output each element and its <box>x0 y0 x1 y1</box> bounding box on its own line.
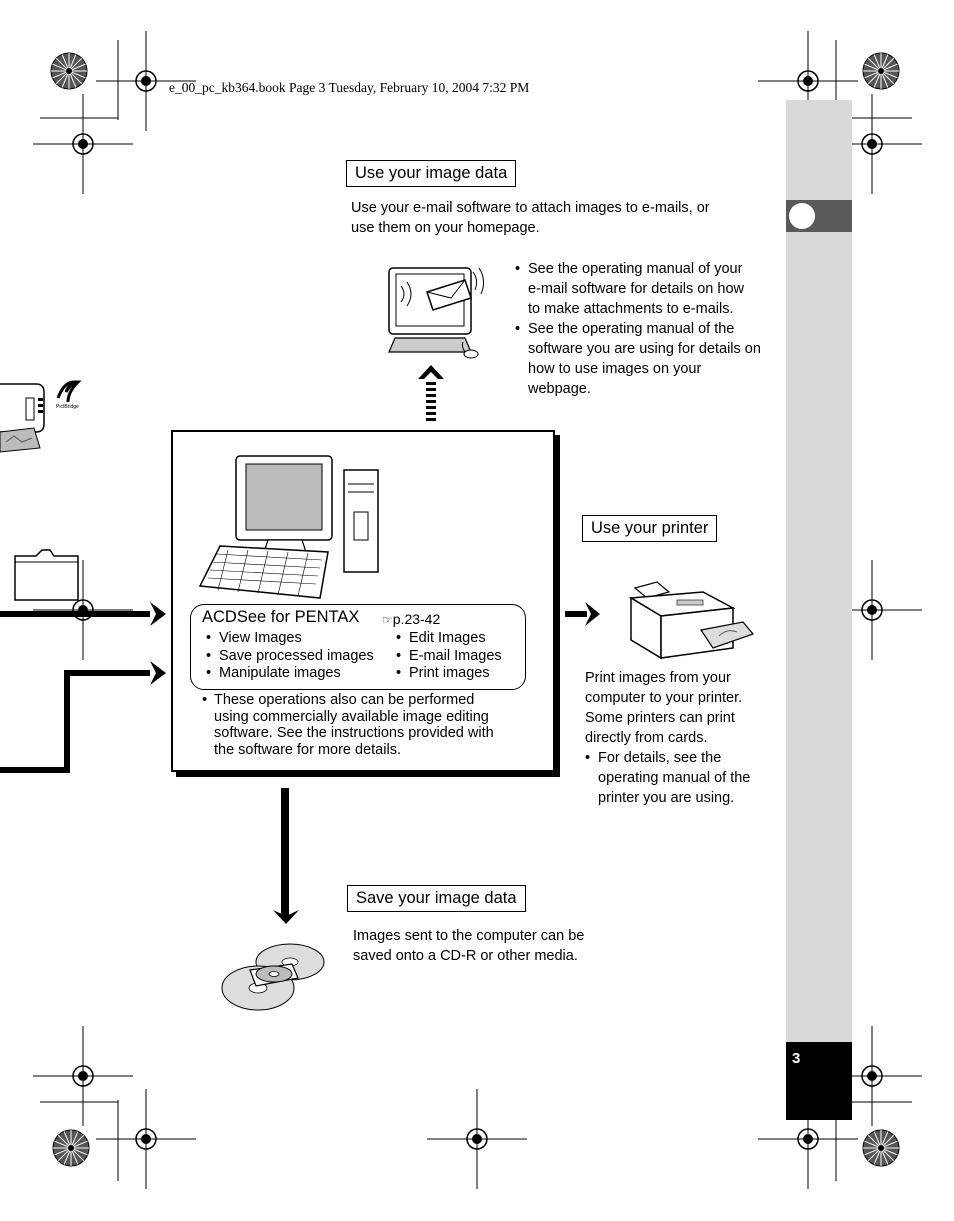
list-item: Print images <box>396 665 502 683</box>
down-arrow-icon <box>273 788 299 924</box>
acdsee-left-features: View Images Save processed images Manipu… <box>206 630 374 683</box>
acdsee-note: • These operations also can be performed… <box>202 692 494 758</box>
email-computer-icon <box>388 267 485 359</box>
save-data-label: Save your image data <box>347 885 526 912</box>
page-reference: ☞p.23-42 <box>382 611 440 627</box>
right-arrow-icon <box>565 602 600 626</box>
printer-description: Print images from your computer to your … <box>585 670 743 746</box>
reference-pages: p.23-42 <box>392 611 441 627</box>
printer-bullets: For details, see the operating manual of… <box>585 748 750 808</box>
pictbridge-printer-icon: PictBridge <box>0 380 82 453</box>
up-arrow-icon <box>418 365 444 421</box>
printer-icon <box>628 581 755 660</box>
cd-icon <box>221 943 325 1011</box>
chapter-sidebar <box>786 100 852 1120</box>
list-item: See the operating manual of the software… <box>515 319 785 399</box>
acdsee-panel <box>171 430 555 772</box>
folder-icon <box>14 549 79 601</box>
list-item: Save processed images <box>206 648 374 666</box>
save-data-description: Images sent to the computer can be saved… <box>353 928 585 964</box>
list-item: View Images <box>206 630 374 648</box>
list-item: See the operating manual of your e-mail … <box>515 259 785 319</box>
desktop-computer-icon <box>198 455 379 599</box>
image-data-bullets: See the operating manual of your e-mail … <box>515 259 785 399</box>
bullet-glyph: • <box>202 692 208 708</box>
connector-arrows <box>0 602 166 773</box>
pictbridge-logo-text: PictBridge <box>56 404 79 410</box>
book-header: e_00_pc_kb364.book Page 3 Tuesday, Febru… <box>169 80 530 95</box>
image-data-description-line: use them on your homepage. <box>351 220 540 236</box>
chapter-tab-marker <box>789 203 815 229</box>
page-number-box <box>786 1042 852 1120</box>
image-data-description-line: Use your e-mail software to attach image… <box>351 200 710 216</box>
list-item: Manipulate images <box>206 665 374 683</box>
image-data-label: Use your image data <box>346 160 517 187</box>
image-data-description: Use your e-mail software to attach image… <box>351 198 710 238</box>
acdsee-title: ACDSee for PENTAX <box>202 608 360 626</box>
list-item: Edit Images <box>396 630 502 648</box>
acdsee-right-features: Edit Images E-mail Images Print images <box>396 630 502 683</box>
page-number: 3 <box>792 1050 801 1067</box>
list-item: E-mail Images <box>396 648 502 666</box>
printer-label: Use your printer <box>582 515 718 542</box>
reference-hand-icon: ☞ <box>382 613 393 627</box>
list-item: For details, see the operating manual of… <box>585 748 750 808</box>
